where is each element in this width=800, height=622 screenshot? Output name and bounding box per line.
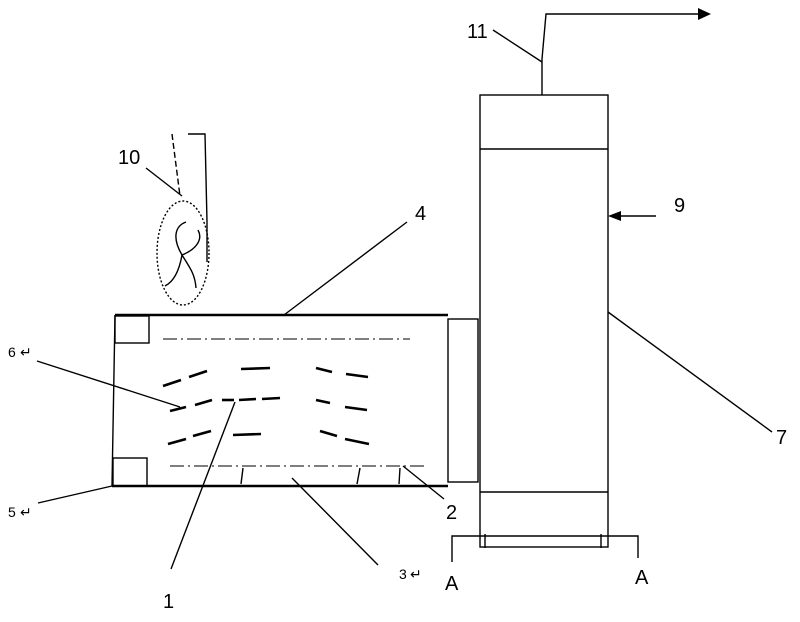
flow-dash [316, 368, 332, 372]
fan-blade [182, 230, 200, 255]
flow-dash [345, 439, 369, 444]
support-3 [399, 468, 400, 484]
vertical-column [480, 8, 711, 547]
label-10: 10 [118, 147, 140, 169]
flow-dash [163, 380, 181, 386]
flow-marks [163, 368, 369, 444]
support-2 [357, 468, 360, 484]
flow-dash [239, 399, 256, 400]
label-1: 1 [163, 591, 174, 613]
leader-6 [37, 361, 180, 407]
column-body [480, 95, 608, 547]
label-11: 11 [467, 21, 488, 43]
fan-blade [165, 255, 182, 286]
label-3: 3 [399, 566, 407, 582]
flow-dash [345, 407, 367, 410]
fan-blade [176, 222, 186, 255]
leader-11 [493, 30, 542, 62]
fan-shaft-dashed [172, 134, 180, 196]
label-5: 5 [8, 504, 16, 520]
outlet-arrow-icon [698, 8, 711, 20]
leader-5 [38, 486, 112, 503]
leader-2 [403, 466, 444, 499]
flow-dash [320, 431, 337, 436]
corner-block-bottom [113, 458, 147, 486]
flow-dash [189, 371, 207, 377]
labels: 10 11 4 9 6 ↵ 7 2 5 ↵ 3 ↵ 1 A A [8, 21, 787, 613]
fan-blade [182, 255, 196, 288]
flow-dash [195, 400, 212, 405]
flow-dash [316, 400, 330, 403]
corner-block-top [115, 316, 149, 343]
chamber-end-cap [448, 319, 478, 482]
leader-lines [37, 30, 772, 569]
label-2: 2 [446, 502, 457, 524]
label-7: 7 [776, 427, 787, 449]
label-6-return-mark: ↵ [20, 344, 32, 360]
leader-3 [292, 478, 378, 565]
fan-assembly [157, 134, 209, 305]
section-label-left: A [445, 573, 459, 595]
flow-dash [241, 368, 270, 369]
label-9: 9 [674, 195, 685, 217]
leader-4 [284, 222, 407, 315]
flow-dash [170, 407, 186, 411]
leader-7 [608, 312, 772, 432]
support-1 [241, 468, 243, 484]
flow-dash [262, 398, 280, 399]
flow-dash [168, 439, 186, 444]
outlet-pipe [542, 14, 698, 95]
label-6: 6 [8, 344, 16, 360]
inlet-arrow-icon [608, 211, 621, 221]
flow-dash [193, 431, 211, 436]
fan-housing [157, 201, 209, 305]
flow-dash [346, 374, 368, 377]
flow-dash [233, 434, 261, 435]
horizontal-chamber [112, 315, 478, 486]
label-3-return-mark: ↵ [410, 566, 422, 582]
label-4: 4 [415, 203, 426, 225]
label-5-return-mark: ↵ [20, 504, 32, 520]
section-label-right: A [635, 567, 649, 589]
